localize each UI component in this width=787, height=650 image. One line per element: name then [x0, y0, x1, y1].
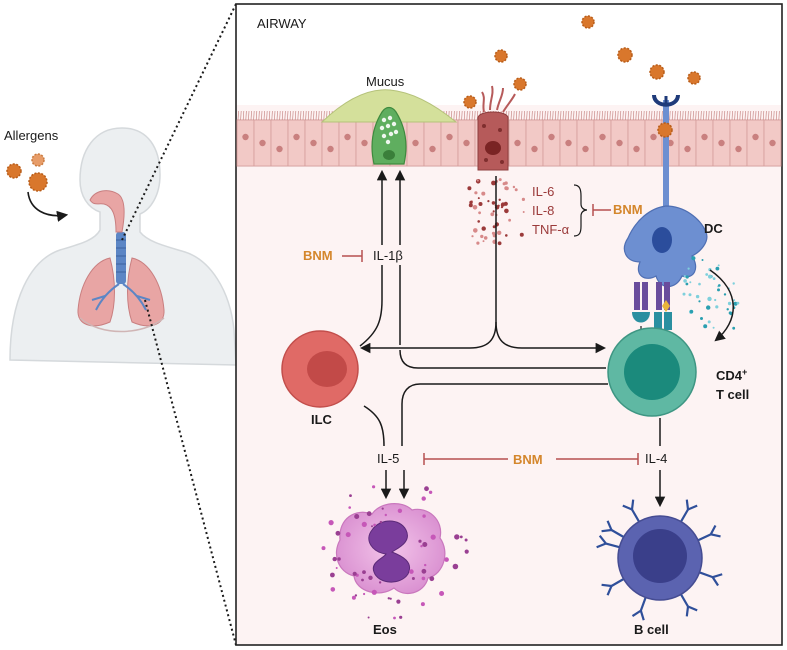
allergens-label: Allergens — [4, 128, 59, 143]
dendritic-cell-icon — [623, 94, 708, 288]
allergen-icon — [494, 49, 508, 63]
mucus-label: Mucus — [366, 74, 405, 89]
bnm-inhibit-cytokines — [592, 204, 611, 216]
allergen-inhale-arrow — [27, 191, 69, 222]
allergen-particles-left — [6, 153, 48, 192]
ilc-cell-icon — [281, 330, 359, 408]
tnfa-label: TNF-α — [532, 222, 570, 237]
secreting-epithelial-cell-icon — [477, 85, 516, 171]
bcell-label: B cell — [634, 622, 669, 637]
zoom-line-top — [121, 3, 237, 241]
bnm-label-il1b: BNM — [303, 248, 333, 263]
bnm-label-cytokines: BNM — [613, 202, 643, 217]
il8-label: IL-8 — [532, 203, 554, 218]
allergen-icon — [463, 95, 477, 109]
dc-to-tcell-arrow — [709, 269, 734, 342]
mucus-blob — [320, 89, 458, 123]
ilc-to-epithelium-arrow — [359, 169, 388, 347]
tcell-to-ilc-line — [399, 349, 606, 369]
ilc-to-il5-line — [363, 405, 385, 447]
nasal-airway-icon — [89, 190, 125, 233]
allergen-icon — [617, 47, 633, 63]
eosinophil-icon — [321, 485, 469, 620]
cd4-label: CD4+ — [716, 367, 747, 383]
il5-label: IL-5 — [377, 451, 399, 466]
human-figure-icon — [9, 127, 237, 366]
allergen-icon — [31, 153, 45, 167]
left-lung-icon — [77, 257, 115, 327]
allergen-icon — [657, 122, 673, 138]
airway-title: AIRWAY — [257, 16, 307, 31]
trachea-icon — [116, 232, 126, 284]
bnm-inhibit-il5-il4 — [423, 453, 639, 465]
bnm-label-il5-il4: BNM — [513, 452, 543, 467]
cytokine-bracket — [573, 184, 588, 237]
tcell-to-il5-line — [401, 383, 608, 446]
il1b-label: IL-1β — [373, 248, 403, 263]
allergen-icon — [687, 71, 701, 85]
goblet-cell-icon — [371, 106, 407, 165]
eos-label: Eos — [373, 622, 397, 637]
receptor-complex-icon — [632, 282, 672, 342]
cd4-t-cell-icon — [607, 327, 697, 417]
bnm-inhibit-il1b — [342, 250, 363, 262]
b-cell-icon — [596, 499, 723, 621]
il6-label: IL-6 — [532, 184, 554, 199]
allergen-icon — [513, 77, 527, 91]
dc-label: DC — [704, 221, 723, 236]
allergen-icon — [649, 64, 665, 80]
allergen-particles-airway — [463, 15, 701, 138]
allergen-icon — [28, 172, 48, 192]
ilc-label: ILC — [311, 412, 333, 427]
il4-label: IL-4 — [645, 451, 667, 466]
secretion-to-tcell-arrow — [495, 321, 607, 354]
allergen-icon — [6, 163, 22, 179]
tcell-label: T cell — [716, 387, 749, 402]
allergen-icon — [581, 15, 595, 29]
